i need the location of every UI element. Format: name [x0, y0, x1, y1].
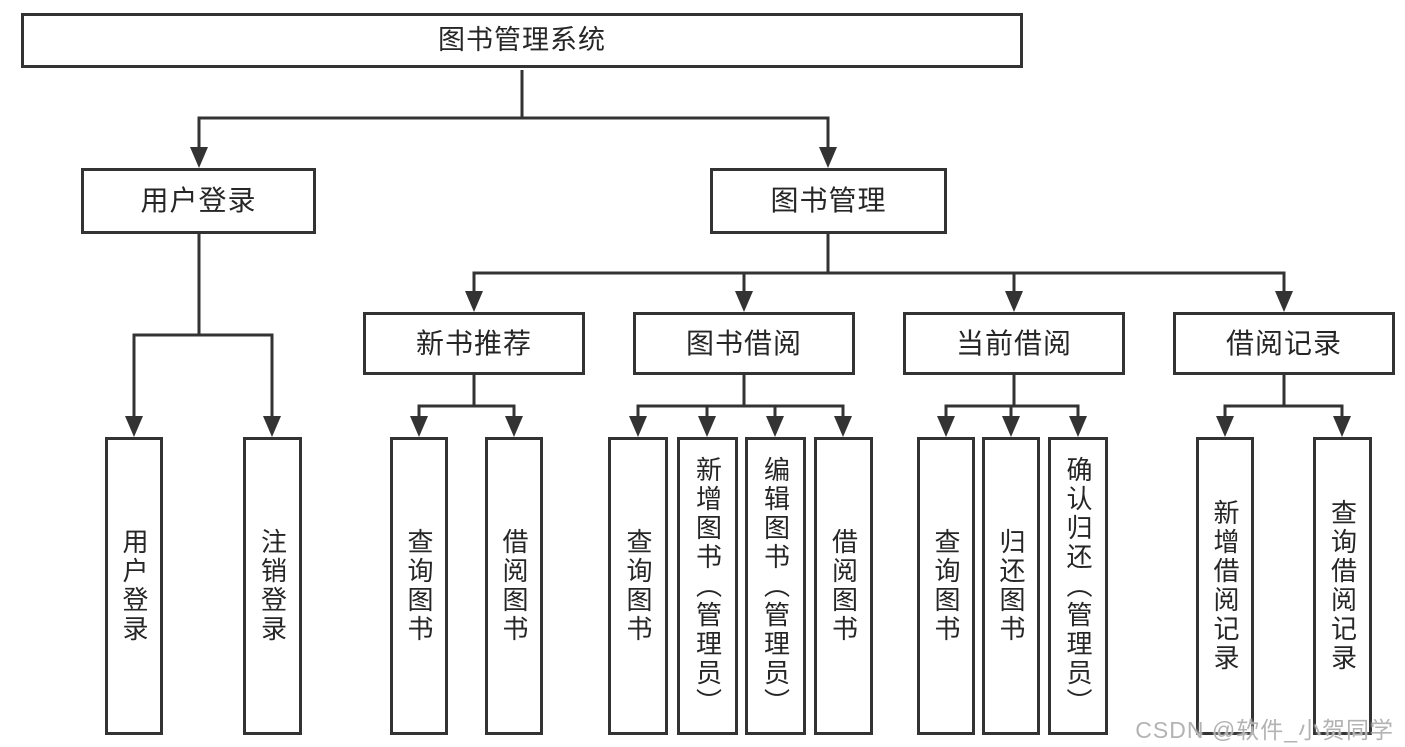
node-query-books-current: 查询图书 [917, 437, 975, 735]
csdn-watermark: CSDN @软件_小贺同学 [1135, 717, 1394, 743]
arrowheads [125, 147, 1351, 437]
node-return-books: 归还图书 [982, 437, 1040, 735]
node-add-borrow-record: 新增借阅记录 [1196, 437, 1254, 735]
node-borrowing-records: 借阅记录 [1173, 312, 1395, 375]
node-query-borrow-record: 查询借阅记录 [1313, 437, 1372, 735]
node-user-login: 用户登录 [81, 168, 316, 234]
node-query-books-borrowing: 查询图书 [608, 437, 668, 735]
node-user-login-leaf: 用户登录 [105, 437, 163, 735]
node-add-books-admin: 新增图书（管理员） [677, 437, 738, 735]
node-book-management: 图书管理 [710, 168, 947, 234]
node-new-book-recommendation: 新书推荐 [363, 312, 585, 375]
node-confirm-return-admin: 确认归还（管理员） [1048, 437, 1108, 735]
node-current-borrowing: 当前借阅 [903, 312, 1125, 375]
node-borrow-books-leaf: 借阅图书 [814, 437, 873, 735]
node-edit-books-admin: 编辑图书（管理员） [745, 437, 806, 735]
node-logout-leaf: 注销登录 [243, 437, 302, 735]
node-borrow-books-recommend: 借阅图书 [485, 437, 543, 735]
node-book-borrowing: 图书借阅 [633, 312, 855, 375]
node-query-books-recommend: 查询图书 [390, 437, 448, 735]
node-library-management-system: 图书管理系统 [21, 13, 1023, 68]
